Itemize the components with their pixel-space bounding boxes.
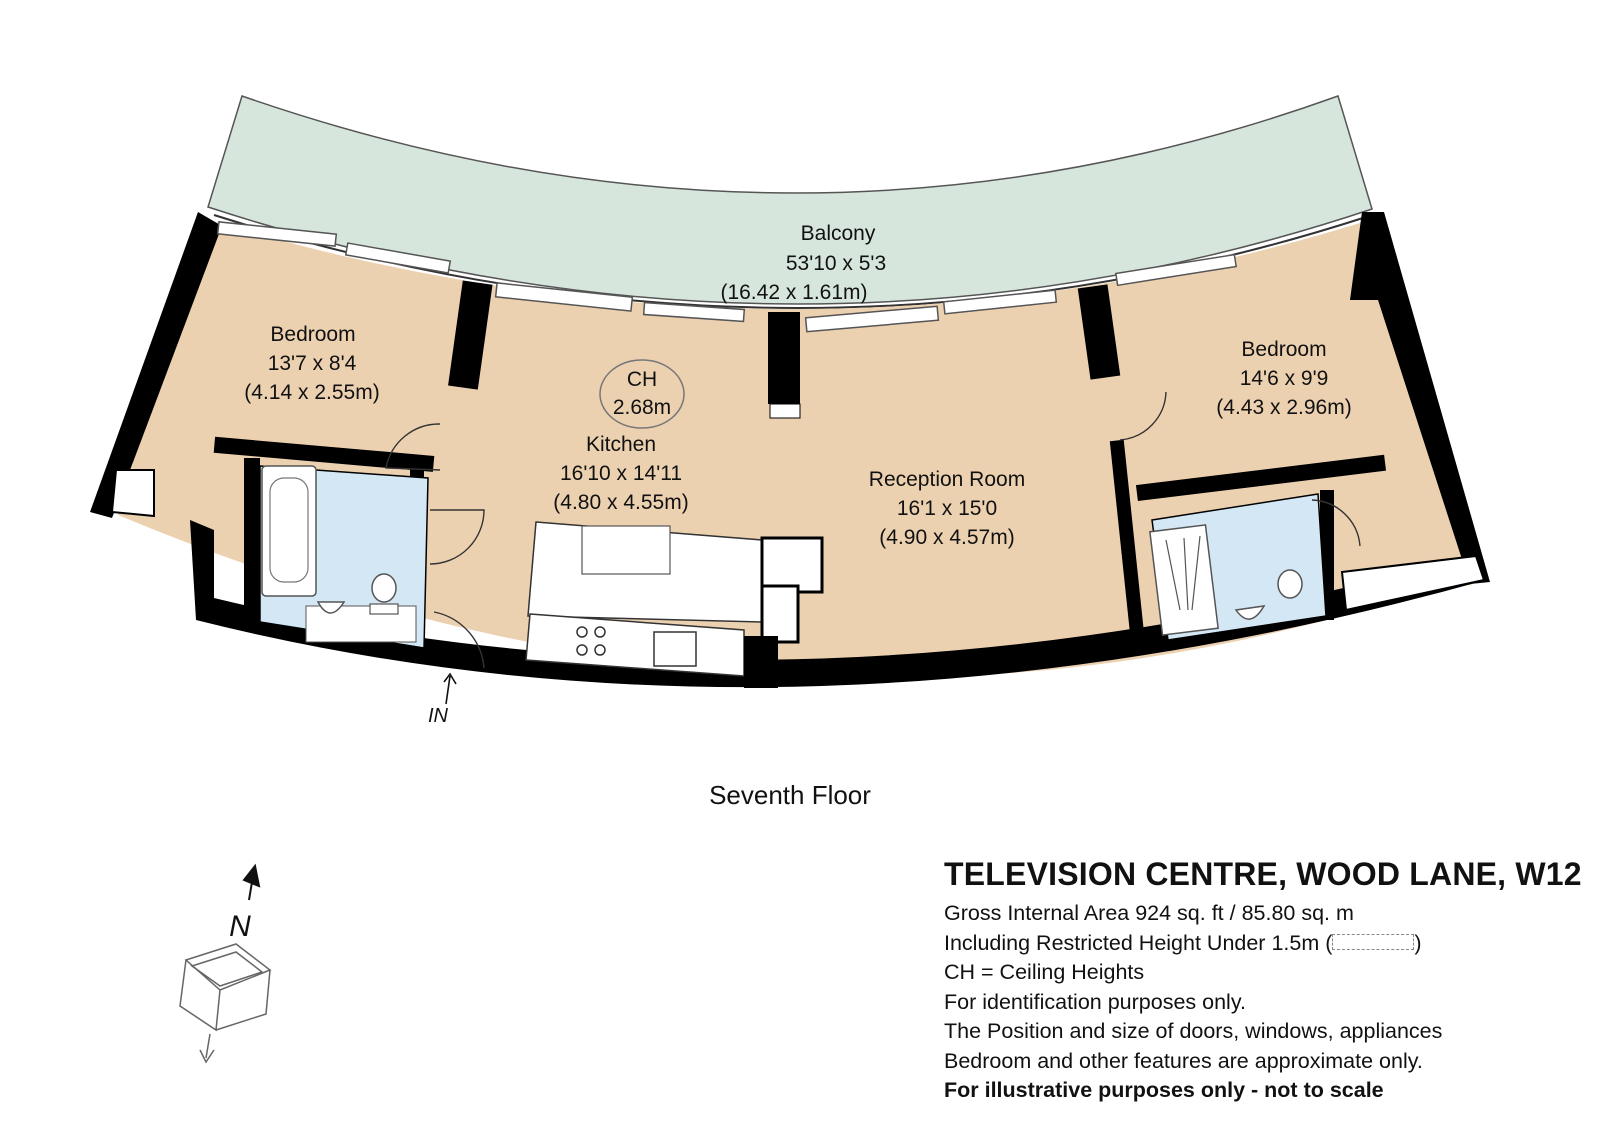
door-bath2 — [1311, 499, 1361, 547]
restricted-suffix: ) — [1414, 930, 1422, 955]
sink-right-icon — [1234, 605, 1266, 620]
compass-tail-icon — [199, 1033, 215, 1064]
central-column — [768, 312, 800, 404]
kitchen-name: Kitchen — [586, 433, 656, 456]
outer-wall-bottom — [190, 520, 1486, 688]
wall-bed2-left — [1109, 439, 1145, 637]
hob-burner-4 — [594, 644, 606, 656]
kitchen-imperial: 16'10 x 14'11 — [560, 462, 682, 485]
wall-bed2-bath-top — [1135, 454, 1387, 502]
entrance-label: IN — [428, 705, 449, 727]
window-reception-a — [804, 305, 940, 333]
window-kitchen — [494, 282, 634, 312]
shower-right — [1149, 524, 1219, 636]
restricted-area-key — [1332, 934, 1415, 951]
central-column-cap — [769, 403, 801, 419]
window-reception-b — [942, 289, 1058, 315]
toilet-left-tank — [369, 603, 399, 615]
bedroom1-metric: (4.14 x 2.55m) — [244, 381, 379, 404]
hob-burner-2 — [594, 626, 606, 638]
bedroom2-imperial: 14'6 x 9'9 — [1240, 367, 1329, 390]
floor-name: Seventh Floor — [709, 780, 871, 810]
compass-label: N — [229, 910, 251, 943]
wall-reception-bed2 — [1077, 284, 1121, 380]
ceiling-height-label: CH — [627, 368, 657, 391]
kitchen-metric: (4.80 x 4.55m) — [553, 491, 688, 514]
island-sink-area — [581, 525, 671, 575]
restricted-prefix: Including Restricted Height Under 1.5m ( — [944, 930, 1333, 955]
toilet-right-icon — [1277, 569, 1303, 599]
cupboard-b — [760, 584, 800, 644]
sink-left-icon — [316, 601, 346, 614]
door-bed1 — [385, 423, 441, 471]
door-entrance — [433, 611, 485, 669]
shower-right-lines — [1165, 535, 1201, 611]
north-arrow-icon — [242, 863, 261, 901]
property-title: TELEVISION CENTRE, WOOD LANE, W12 — [944, 856, 1582, 892]
cupboard-column — [744, 636, 778, 688]
outer-wall-left — [90, 212, 222, 518]
entrance-arrow-icon — [443, 672, 457, 705]
gross-area: Gross Internal Area 924 sq. ft / 85.80 s… — [944, 901, 1354, 925]
bedroom1-name: Bedroom — [270, 323, 355, 346]
wall-bath-left — [244, 458, 260, 628]
balcony-metric: (16.42 x 1.61m) — [720, 281, 867, 304]
window-bed2 — [1114, 253, 1238, 287]
balcony-imperial: 53'10 x 5'3 — [786, 252, 886, 275]
disclaimer: For illustrative purposes only - not to … — [944, 1078, 1384, 1102]
identification-note: For identification purposes only. — [944, 989, 1246, 1014]
ceiling-height-value: 2.68m — [613, 396, 671, 419]
window-bed1-b — [344, 242, 452, 274]
outer-wall-right — [1350, 212, 1490, 584]
reception-metric: (4.90 x 4.57m) — [879, 526, 1014, 549]
toilet-left-icon — [371, 573, 397, 603]
bedroom1-imperial: 13'7 x 8'4 — [268, 352, 357, 375]
balcony-area — [207, 95, 1373, 305]
cupboard-a — [760, 536, 824, 594]
bathroom-left-white-strip — [305, 605, 417, 643]
window-bed1-a — [216, 221, 338, 247]
compass-cube-icon — [179, 943, 272, 1032]
balcony-name: Balcony — [801, 222, 876, 245]
ceiling-height-note: CH = Ceiling Heights — [944, 960, 1145, 984]
restricted-height-note: Including Restricted Height Under 1.5m (… — [944, 929, 1584, 959]
hob-burner-3 — [576, 644, 588, 656]
wall-bed1-bath-top — [213, 436, 435, 472]
property-info: TELEVISION CENTRE, WOOD LANE, W12 Gross … — [944, 856, 1584, 1106]
bathtub-left-inner — [269, 477, 309, 583]
door-bed2 — [1119, 391, 1167, 441]
wardrobe-right — [1340, 554, 1486, 612]
bedroom2-name: Bedroom — [1241, 338, 1326, 361]
wardrobe-left — [110, 469, 155, 518]
position-note: The Position and size of doors, windows,… — [944, 1019, 1443, 1043]
door-bath1 — [429, 509, 485, 565]
kitchen-sink — [653, 631, 697, 667]
reception-imperial: 16'1 x 15'0 — [897, 497, 997, 520]
hob-burner-1 — [576, 626, 588, 638]
wall-bed1-kitchen — [448, 280, 493, 390]
approximate-note: Bedroom and other features are approxima… — [944, 1048, 1423, 1073]
ceiling-height-marker — [599, 359, 685, 429]
reception-name: Reception Room — [869, 468, 1025, 491]
window-kitchen-b — [642, 301, 746, 323]
bedroom2-metric: (4.43 x 2.96m) — [1216, 396, 1351, 419]
